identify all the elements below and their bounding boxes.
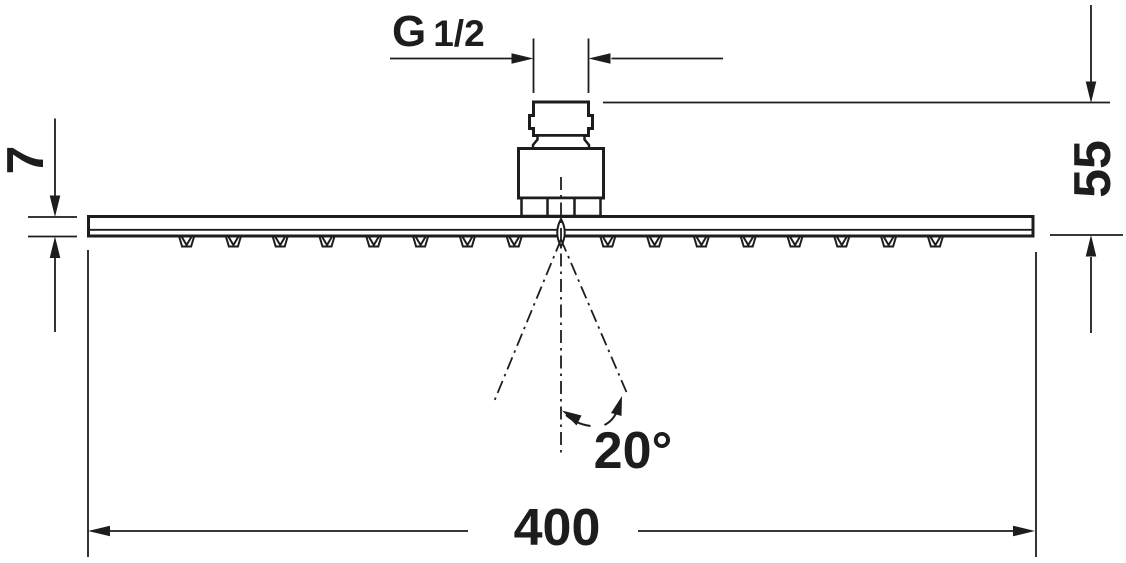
arrowhead (1085, 235, 1097, 257)
nozzle (882, 236, 895, 247)
arrowhead (1085, 81, 1097, 103)
extension-line (28, 216, 77, 238)
arrowhead (562, 410, 582, 426)
stem-body (517, 147, 605, 200)
arrowhead (588, 53, 611, 64)
plate-thickness-label: 7 (0, 146, 55, 175)
arrowhead (49, 236, 61, 258)
nozzle (836, 236, 848, 247)
nozzle (648, 236, 661, 247)
spray-cone-left-line (493, 239, 562, 401)
nozzle (461, 236, 474, 247)
nozzle (789, 236, 801, 247)
stem-neck (531, 134, 591, 150)
nozzle (321, 236, 333, 247)
arrowhead (88, 525, 110, 537)
spray-angle-label: 20° (594, 422, 673, 480)
connector-stem (517, 100, 605, 218)
nozzle (274, 236, 286, 247)
nozzle (508, 236, 520, 247)
stem-flange-divider (546, 198, 576, 216)
spray-cone-right-line (560, 239, 629, 395)
extension-line (532, 38, 590, 93)
extension-line (603, 101, 1123, 236)
height-label: 55 (1064, 140, 1122, 198)
plate-thickness-dimension: 7 (0, 118, 77, 332)
width-dimension: 400 (87, 250, 1037, 557)
nozzle (602, 236, 614, 247)
width-label: 400 (514, 499, 601, 557)
nozzle (695, 236, 708, 247)
nozzle (929, 236, 942, 247)
nozzle (742, 236, 754, 247)
spray-nozzles (178, 236, 944, 248)
height-dimension: 55 (603, 5, 1123, 333)
arrowhead (611, 396, 622, 416)
nozzle (227, 236, 240, 247)
arrowhead (49, 195, 61, 217)
nozzle (368, 236, 380, 247)
thread-collar (528, 100, 594, 137)
extension-line (87, 250, 1037, 557)
arrowhead (511, 53, 534, 64)
nozzle (180, 236, 193, 247)
nozzle (414, 236, 427, 247)
spray-angle-annotation: 20° (562, 396, 672, 480)
arrowhead (1013, 525, 1035, 537)
